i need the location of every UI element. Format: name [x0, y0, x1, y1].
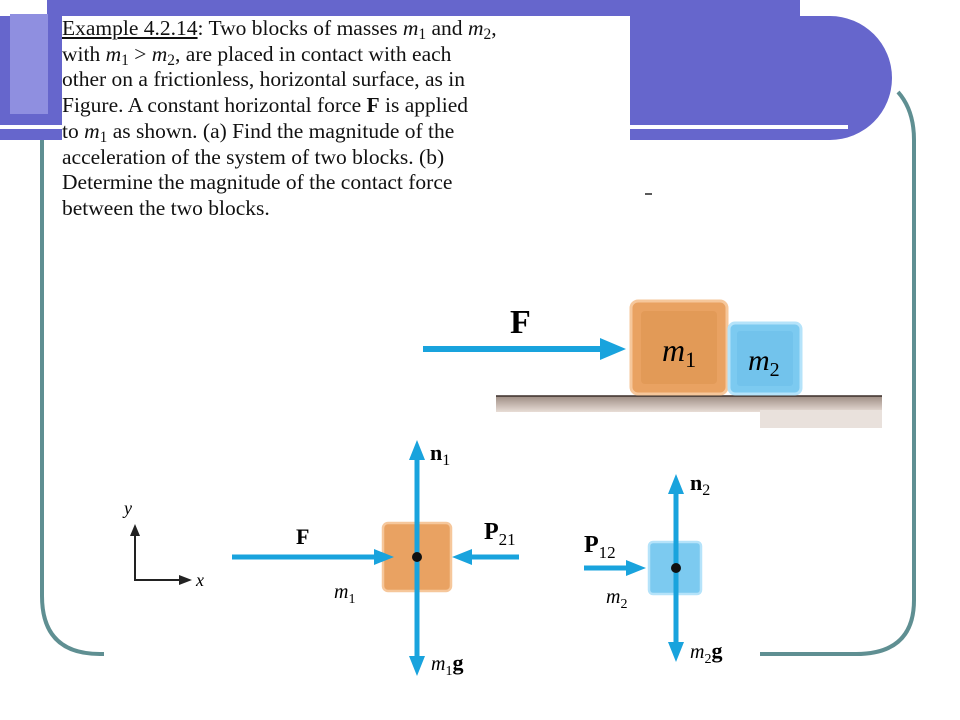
problem-statement: Example 4.2.14: Two blocks of masses m1 …	[62, 16, 630, 222]
problem-line-2: with m1 > m2, are placed in contact with…	[62, 41, 452, 69]
fbd-m2-center	[671, 563, 681, 573]
surface-shadow	[760, 410, 882, 428]
block-m1-label: m1	[662, 332, 696, 372]
y-axis-arrowhead	[130, 524, 140, 536]
problem-line-5: to m1 as shown. (a) Find the magnitude o…	[62, 118, 455, 146]
content-frame-right	[760, 90, 916, 656]
fbd-m2-normal-label: n2	[690, 470, 710, 499]
fbd-m2-mass-label: m2	[606, 586, 627, 612]
y-axis-label: y	[122, 498, 132, 518]
example-label: Example 4.2.14	[62, 16, 198, 40]
fbd-m2-contact-label: P12	[584, 532, 616, 562]
problem-line-1: Example 4.2.14: Two blocks of masses m1 …	[62, 16, 497, 43]
force-f-label: F	[510, 304, 531, 341]
fbd-m2: n2 P12 m2 m2g	[584, 470, 722, 667]
problem-line-4: Figure. A constant horizontal force F is…	[62, 93, 469, 118]
block-m2-label: m2	[748, 344, 780, 381]
x-axis-arrowhead	[179, 575, 192, 585]
content-frame	[40, 140, 104, 656]
coordinate-axes: y x	[122, 498, 204, 590]
accent-square	[10, 14, 48, 114]
fbd-m1: n1 F P21 m1 m1g	[232, 440, 519, 679]
fbd-m1-contact-label: P21	[484, 519, 516, 549]
fbd-m1-mass-label: m1	[334, 581, 355, 607]
title-bar-notch	[0, 0, 47, 16]
problem-line-7: Determine the magnitude of the contact f…	[62, 170, 453, 195]
problem-line-8: between the two blocks.	[62, 195, 270, 220]
force-f-arrowhead	[600, 338, 626, 360]
fbd-m2-weight-label: m2g	[690, 638, 722, 667]
fbd-m1-center	[412, 552, 422, 562]
surface	[496, 396, 882, 412]
fbd-m1-weight-label: m1g	[431, 650, 463, 679]
top-scene: F m1 m2	[423, 299, 882, 428]
x-axis-label: x	[195, 570, 204, 590]
fbd-m1-normal-label: n1	[430, 440, 450, 469]
fbd-m1-force-f-label: F	[296, 524, 309, 549]
problem-line-3: other on a frictionless, horizontal surf…	[62, 67, 465, 92]
problem-line-6: acceleration of the system of two blocks…	[62, 144, 445, 169]
title-bar-cap	[700, 16, 892, 140]
